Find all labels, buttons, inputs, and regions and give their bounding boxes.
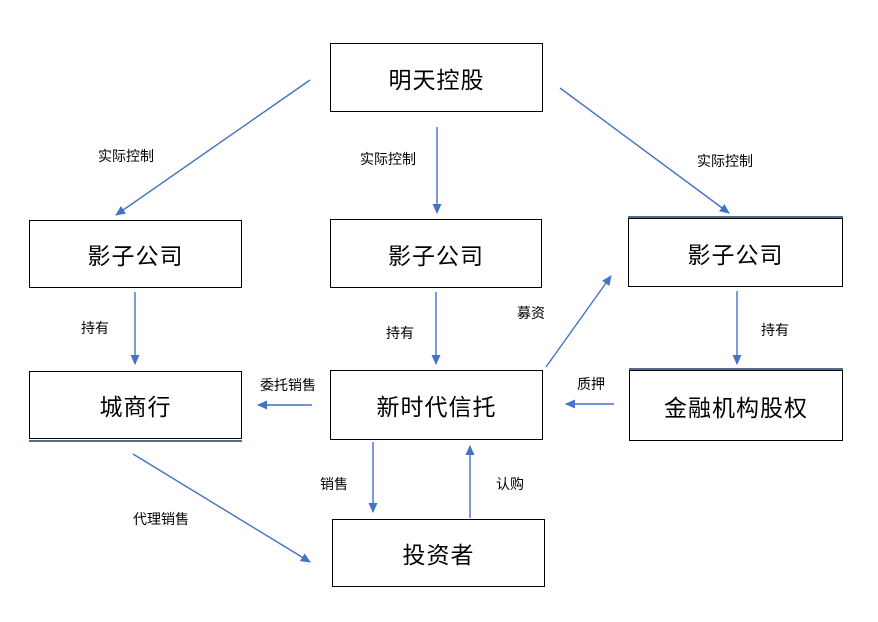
edge-label-hold-middle: 持有 [386, 325, 414, 341]
edge-agency-sales [132, 453, 311, 563]
node-label: 影子公司 [87, 243, 184, 269]
edge-label-sales: 销售 [320, 476, 348, 492]
edge-label-subscription: 认购 [496, 476, 524, 492]
edge-label-actual-control-left: 实际控制 [98, 148, 154, 164]
edge-label-fundraising: 募资 [517, 305, 545, 321]
node-label: 投资者 [402, 542, 475, 568]
node-label: 明天控股 [388, 66, 485, 93]
node-financial-institution-equity: 金融机构股权 [629, 370, 843, 441]
node-shadow-company-left: 影子公司 [29, 220, 242, 288]
node-label: 金融机构股权 [664, 394, 808, 421]
edge-label-agency-sales: 代理销售 [133, 511, 189, 527]
node-label: 城商行 [99, 394, 172, 420]
edge-label-hold-left: 持有 [81, 320, 109, 336]
node-new-era-trust: 新时代信托 [330, 370, 543, 440]
node-shadow-company-right: 影子公司 [628, 218, 843, 287]
node-investors: 投资者 [332, 519, 545, 587]
edge-label-actual-control-right: 实际控制 [697, 153, 753, 169]
node-label: 影子公司 [687, 241, 784, 268]
node-label: 影子公司 [388, 242, 484, 269]
edge-label-pledge: 质押 [577, 376, 605, 392]
edge-label-actual-control-middle: 实际控制 [360, 151, 416, 167]
node-label: 新时代信托 [376, 394, 497, 420]
edge-label-hold-right: 持有 [761, 322, 789, 338]
edge-label-entrusted-sales: 委托销售 [260, 377, 316, 393]
node-city-commercial-bank: 城商行 [29, 371, 242, 439]
node-shadow-company-middle: 影子公司 [330, 219, 542, 288]
edge-fundraising [545, 275, 612, 368]
node-tomorrow-holdings: 明天控股 [330, 43, 543, 112]
